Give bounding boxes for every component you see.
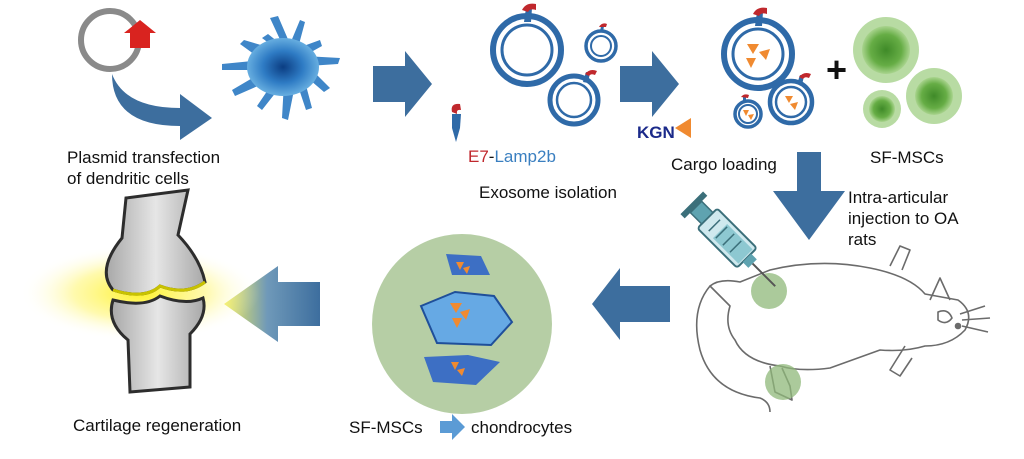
lamp2b-text: Lamp2b <box>494 147 556 166</box>
e7-lamp2b-peptide-icon <box>451 103 461 142</box>
cargo-loading-label: Cargo loading <box>671 155 777 174</box>
injection-label: Intra-articular injection to OA rats <box>848 187 959 250</box>
exosome-isolation-label: Exosome isolation <box>479 183 617 202</box>
plasmid-label-line2: of dendritic cells <box>67 169 189 188</box>
e7-lamp2b-label: E7-Lamp2b <box>468 146 556 167</box>
exosome-icon <box>490 3 564 87</box>
loaded-exosome-icon <box>733 94 763 129</box>
kgn-triangle-icon <box>675 118 691 138</box>
msc-cell-icon <box>853 17 919 83</box>
plasmid-label: Plasmid transfection of dendritic cells <box>67 147 220 189</box>
plus-sign: + <box>826 49 848 90</box>
knee-joint-icon <box>20 188 260 394</box>
dash-text: - <box>488 147 495 166</box>
small-arrow-icon <box>440 414 465 440</box>
injection-site-top <box>751 273 787 309</box>
injection-label-line1: Intra-articular <box>848 188 949 207</box>
plasmid-ring-icon <box>78 8 156 72</box>
injection-label-line3: rats <box>848 230 877 249</box>
exosome-icon <box>584 23 618 63</box>
sf-mscs-label: SF-MSCs <box>870 148 944 167</box>
loaded-exosome-icon <box>767 73 815 126</box>
flow-arrow-left-2 <box>592 268 670 340</box>
curved-arrow-icon <box>112 74 212 140</box>
sf-mscs-bottom-label: SF-MSCs <box>349 418 423 437</box>
plasmid-label-line1: Plasmid transfection <box>67 148 221 167</box>
flow-arrow-2 <box>620 51 679 117</box>
cartilage-regeneration-label: Cartilage regeneration <box>73 416 242 435</box>
flow-arrow-left-1 <box>224 266 320 342</box>
rat-outline-icon <box>695 245 991 413</box>
msc-cell-icon <box>906 68 962 124</box>
syringe-icon <box>680 191 776 287</box>
injection-site-bottom <box>765 364 801 400</box>
msc-cell-icon <box>863 90 901 128</box>
flow-arrow-down <box>773 152 845 240</box>
injection-label-line2: injection to OA <box>848 209 959 228</box>
e7-text: E7 <box>468 147 489 166</box>
kgn-label: KGN <box>637 123 675 142</box>
loaded-exosome-icon <box>721 7 795 91</box>
dendritic-cell-icon <box>222 16 340 120</box>
exosome-icon <box>547 70 601 127</box>
chondrocytes-label: chondrocytes <box>471 418 573 437</box>
flow-arrow-1 <box>373 51 432 117</box>
differentiation-circle <box>372 234 552 414</box>
